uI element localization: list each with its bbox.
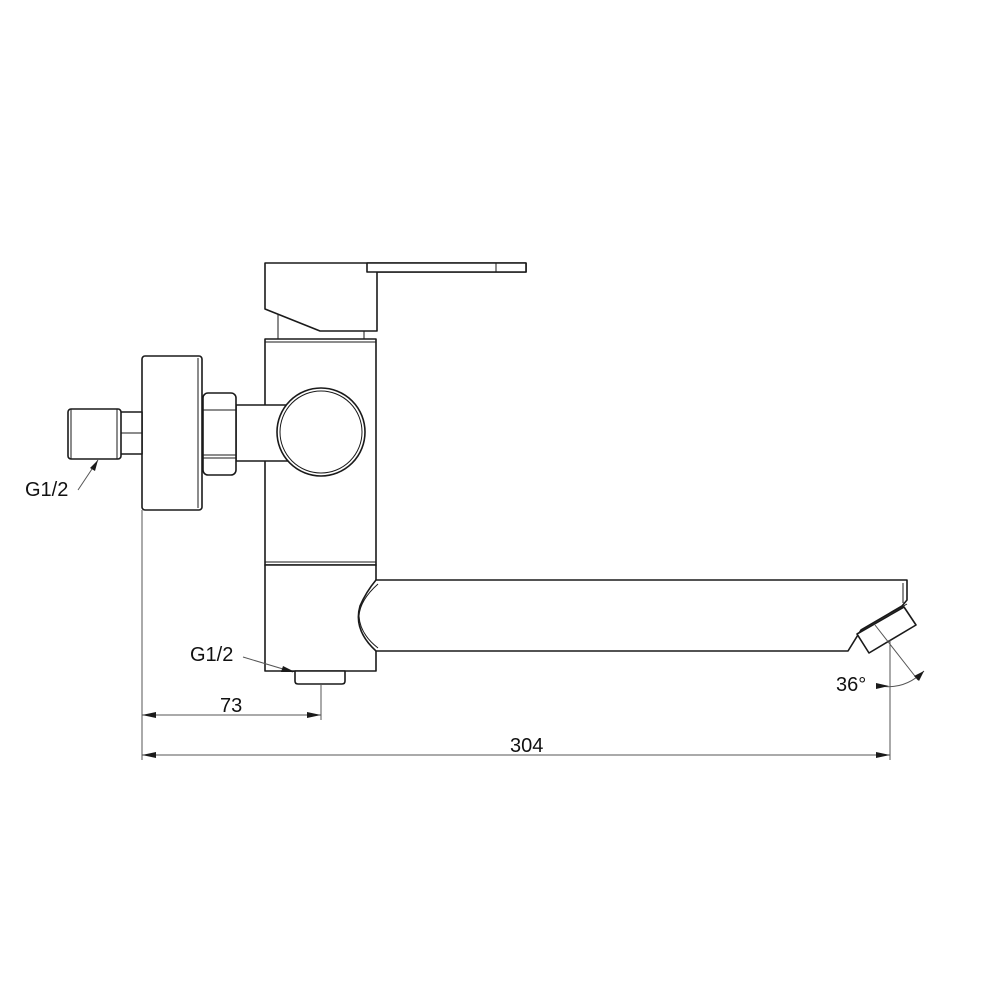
wall-flange [141, 355, 203, 511]
overall-length-dimension-label: 304 [510, 735, 544, 757]
dimension-lines [77, 459, 925, 760]
hex-nut [202, 392, 237, 476]
cartridge-cap [276, 387, 366, 477]
inlet-pipe [67, 408, 143, 460]
outlet-thread-label: G1/2 [190, 644, 234, 666]
spout [357, 579, 908, 652]
spout-angle-label: 36° [836, 674, 867, 696]
inlet-thread-label: G1/2 [25, 479, 69, 501]
bottom-outlet [294, 670, 346, 685]
lever-handle [264, 262, 527, 339]
aerator [856, 603, 917, 654]
offset-dimension-label: 73 [220, 695, 243, 717]
